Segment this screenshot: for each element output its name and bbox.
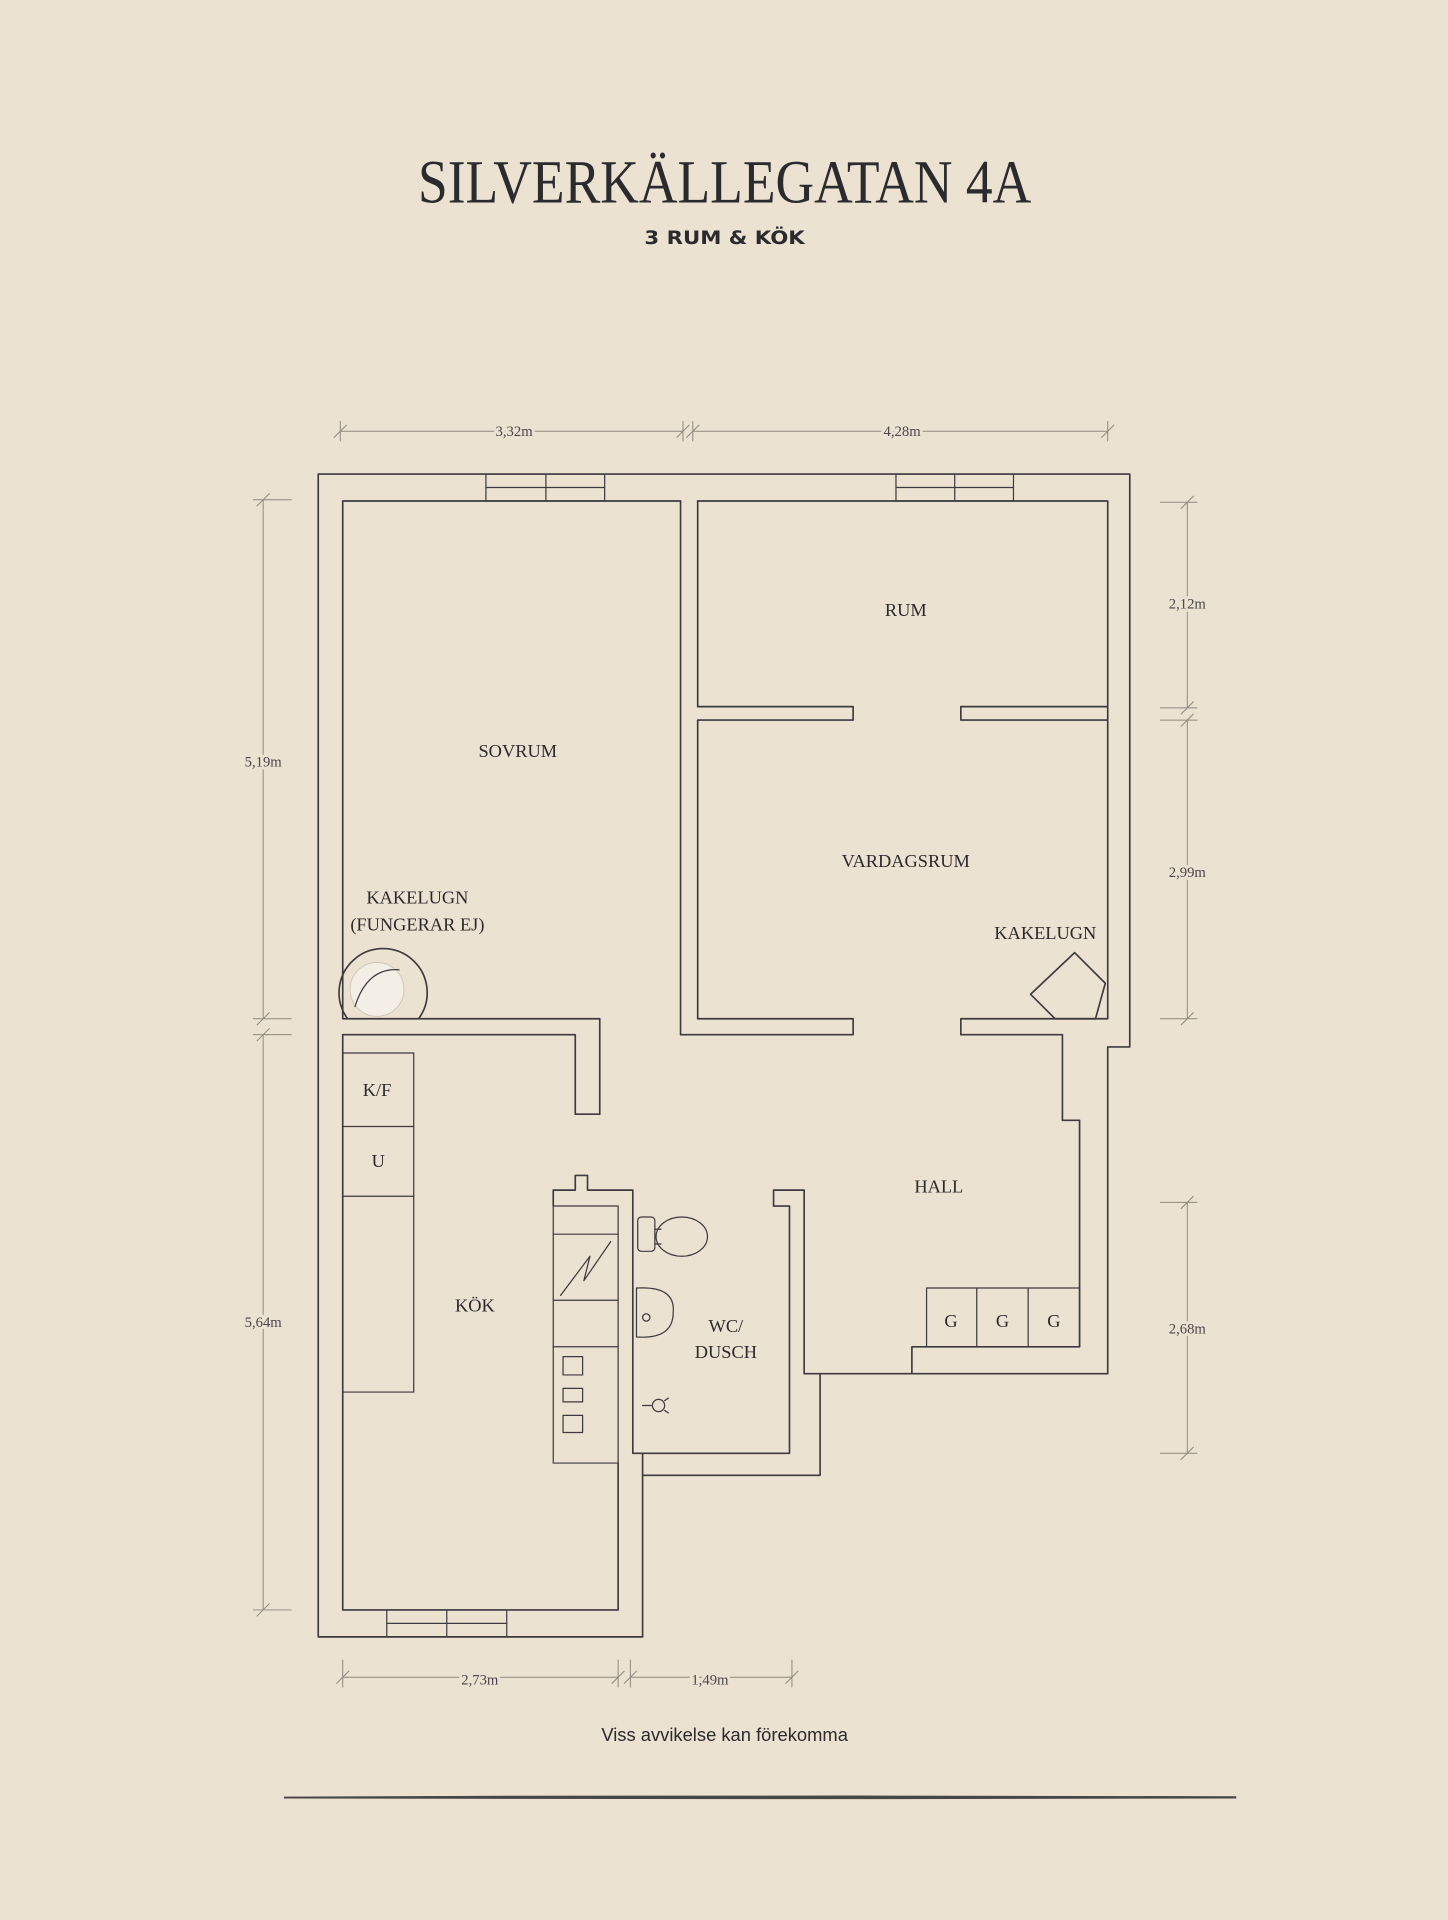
label-closet-1: G [944, 1311, 957, 1331]
window-rum [895, 473, 1015, 502]
label-closet-3: G [1047, 1311, 1060, 1331]
window-sovrum [485, 473, 606, 502]
sink-icon [635, 1287, 674, 1338]
kakelugn-sovrum-symbol [338, 947, 428, 1020]
dimension-label-top-right: 4,28m [884, 424, 922, 440]
wc-inner-wall [641, 1205, 791, 1455]
outer-wall [317, 473, 1131, 1638]
dimension-line-right-middle [1159, 713, 1198, 1026]
dimension-label-right-middle: 2,99m [1169, 865, 1207, 881]
disclaimer-text: Viss avvikelse kan förekomma [601, 1724, 848, 1745]
windows [386, 473, 1015, 1638]
toilet-icon [637, 1216, 709, 1257]
page-title: SILVERKÄLLEGATAN 4A [418, 148, 1031, 216]
sovrum-kok-inner-wall [341, 500, 682, 1611]
dimension-label-right-upper: 2,12m [1169, 597, 1207, 613]
closets [925, 1287, 1081, 1348]
room-label-wc: WC/ [708, 1316, 744, 1336]
shower-icon [641, 1397, 669, 1414]
sovrum-vardagsrum-wall [679, 500, 854, 1036]
dimension-lines: 3,32m 4,28m 5,19m 5,64m 2,12m 2,99m 2,68… [242, 420, 1209, 1692]
room-label-hall: HALL [914, 1177, 963, 1197]
room-label-dusch: DUSCH [695, 1342, 757, 1362]
label-kakelugn-sovrum-note: (FUNGERAR EJ) [350, 915, 484, 936]
dimension-label-bottom-right: 1,49m [691, 1673, 729, 1689]
label-kakelugn-vardagsrum: KAKELUGN [994, 923, 1096, 943]
rum-vardagsrum-right-partition [960, 705, 1109, 721]
window-kok [386, 1609, 508, 1638]
dimension-line-top-right [686, 420, 1115, 442]
dimension-label-top-left: 3,32m [496, 424, 534, 440]
room-label-rum: RUM [885, 600, 927, 620]
label-kakelugn-sovrum: KAKELUGN [366, 888, 468, 908]
floor-plan-walls [317, 473, 1131, 1638]
dimension-line-right-upper [1159, 495, 1198, 715]
room-label-sovrum: SOVRUM [478, 741, 557, 761]
wc-right-wall [772, 1189, 821, 1375]
brush-divider [283, 1794, 1237, 1800]
dimension-line-right-lower [1159, 1195, 1198, 1460]
label-oven: U [372, 1151, 385, 1171]
room-label-kok: KÖK [455, 1295, 496, 1315]
label-closet-2: G [996, 1311, 1009, 1331]
page-subtitle: 3 RUM & KÖK [644, 227, 805, 249]
kakelugn-vardagsrum-symbol [1029, 951, 1107, 1020]
dimension-label-left-upper: 5,19m [245, 755, 283, 771]
dimension-line-top-left [333, 420, 690, 442]
label-fridge-freezer: K/F [363, 1080, 392, 1100]
shaft-cabinets [552, 1205, 619, 1464]
room-labels: SOVRUM RUM VARDAGSRUM KAKELUGN (FUNGERAR… [350, 600, 1096, 1362]
dimension-line-bottom-right [623, 1659, 799, 1688]
dimension-label-right-lower: 2,68m [1169, 1321, 1207, 1337]
dimension-label-left-lower: 5,64m [245, 1315, 283, 1331]
dimension-line-left-upper [252, 493, 292, 1026]
dimension-line-bottom-left [336, 1659, 625, 1688]
shaft-top-wall [552, 1174, 644, 1477]
dimension-label-bottom-left: 2,73m [461, 1673, 499, 1689]
dimension-line-left-lower [252, 1028, 292, 1617]
room-label-vardagsrum: VARDAGSRUM [842, 851, 970, 871]
electrical-panel-icon [559, 1240, 612, 1296]
kitchen-cabinets [342, 1052, 415, 1393]
